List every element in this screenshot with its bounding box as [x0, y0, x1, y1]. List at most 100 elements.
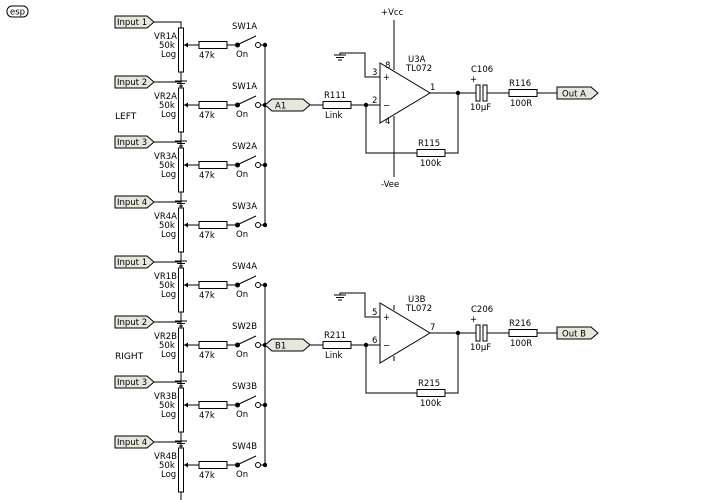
- pot-value: 50k: [159, 281, 175, 291]
- feedback-resistor: [416, 149, 446, 157]
- switch-blade: [238, 455, 257, 465]
- output-resistor-ref: R116: [509, 79, 531, 89]
- wire: [365, 105, 417, 154]
- bus-tag: A1: [264, 98, 311, 112]
- mix-resistor-value: 47k: [199, 231, 215, 241]
- switch-state: On: [236, 350, 248, 360]
- switch-contact: [255, 42, 261, 48]
- feedback-resistor-value: 100k: [420, 399, 441, 409]
- svg-text:esp: esp: [10, 8, 25, 18]
- mix-resistor-value: 47k: [199, 111, 215, 121]
- bus-tag: B1: [264, 338, 311, 352]
- switch-state: On: [236, 50, 248, 60]
- pot-ref: VR1B: [154, 272, 177, 282]
- pot-taper: Log: [161, 470, 176, 480]
- switch-blade: [238, 95, 257, 105]
- input-tag-shape: [114, 435, 155, 449]
- series-resistor-value: Link: [325, 351, 342, 361]
- output-tag: Out B: [556, 326, 599, 340]
- capacitor-plate: [475, 324, 481, 342]
- output-capacitor: [475, 324, 488, 342]
- switch-ref: SW1A: [232, 82, 257, 92]
- switch-contact: [235, 222, 240, 228]
- pot-ref: VR1A: [154, 32, 177, 42]
- pot-ref: VR4A: [154, 212, 177, 222]
- mix-resistor: [198, 221, 228, 229]
- potentiometer: [178, 27, 184, 73]
- input-tag-shape: [114, 195, 155, 209]
- switch-state: On: [236, 170, 248, 180]
- potentiometer: [178, 207, 184, 253]
- output-resistor-ref: R216: [509, 319, 531, 329]
- switch-blade: [238, 35, 257, 45]
- switch-ref: SW3B: [232, 382, 257, 392]
- wire: [154, 441, 182, 448]
- switch-ref: SW2B: [232, 322, 257, 332]
- switch-contact: [235, 282, 240, 288]
- wire: [365, 345, 417, 394]
- switch-contact: [255, 462, 261, 468]
- feedback-resistor-value: 100k: [420, 159, 441, 169]
- capacitor-plate: [482, 324, 488, 342]
- output-label: Out B: [562, 330, 586, 340]
- output-resistor-value: 100R: [510, 99, 532, 109]
- vee-label: -Vee: [381, 180, 399, 190]
- switch-contact: [255, 282, 261, 288]
- wire: [445, 93, 459, 154]
- wire: [154, 141, 182, 148]
- pot-value: 50k: [159, 101, 175, 111]
- input-tag: Input 4: [114, 435, 155, 449]
- switch-contact: [255, 162, 261, 168]
- input-label: Input 4: [117, 438, 147, 448]
- pot-taper: Log: [161, 350, 176, 360]
- switch-contact: [235, 102, 240, 108]
- channel-side-label: RIGHT: [115, 352, 144, 362]
- wire: [154, 381, 182, 388]
- mix-resistor-value: 47k: [199, 471, 215, 481]
- switch-state: On: [236, 410, 248, 420]
- pot-value: 50k: [159, 221, 175, 231]
- series-resistor-value: Link: [325, 111, 342, 121]
- bus-tag-shape: [264, 98, 311, 112]
- input-label: Input 3: [117, 378, 147, 388]
- feedback-resistor-ref: R115: [418, 139, 440, 149]
- switch-blade: [238, 395, 257, 405]
- pot-ref: VR3A: [154, 152, 177, 162]
- switch-blade: [238, 155, 257, 165]
- wiper-arrow: [184, 42, 188, 48]
- op-amp-triangle: [379, 62, 431, 124]
- switch-contact: [255, 342, 261, 348]
- mix-resistor: [198, 461, 228, 469]
- capacitor-plate: [482, 84, 488, 102]
- input-label: Input 2: [117, 78, 147, 88]
- switch-contact: [235, 162, 240, 168]
- junction-dot: [262, 402, 268, 408]
- pin-out: 1: [430, 83, 435, 93]
- potentiometer: [178, 387, 184, 433]
- pin-inv: 6: [372, 336, 377, 346]
- potentiometer: [178, 447, 184, 493]
- switch-contact: [255, 222, 261, 228]
- wiper-arrow: [184, 402, 188, 408]
- input-label: Input 3: [117, 138, 147, 148]
- input-tag-shape: [114, 315, 155, 329]
- input-tag: Input 2: [114, 75, 155, 89]
- wiper-arrow: [184, 282, 188, 288]
- mix-resistor: [198, 161, 228, 169]
- switch-blade: [238, 335, 257, 345]
- capacitor-plate: [475, 84, 481, 102]
- wire: [154, 201, 182, 208]
- switch-state: On: [236, 230, 248, 240]
- input-tag: Input 2: [114, 315, 155, 329]
- wire: [339, 292, 380, 318]
- wiper-arrow: [184, 342, 188, 348]
- input-tag: Input 1: [114, 15, 155, 29]
- switch-contact: [255, 402, 261, 408]
- pot-ref: VR2A: [154, 92, 177, 102]
- pot-value: 50k: [159, 461, 175, 471]
- capacitor-ref: C206: [471, 305, 493, 315]
- junction-dot: [262, 162, 268, 168]
- switch-ref: SW1A: [232, 22, 257, 32]
- series-resistor-ref: R211: [324, 331, 346, 341]
